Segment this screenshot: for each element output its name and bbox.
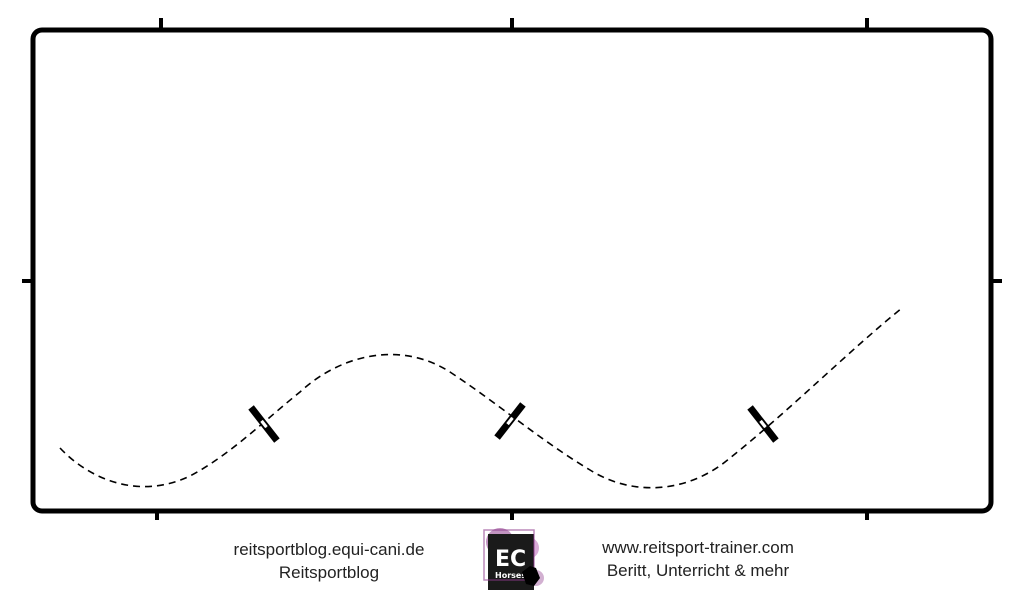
riding-path — [59, 307, 903, 489]
ground-pole — [248, 405, 280, 443]
ground-pole — [494, 402, 526, 440]
ground-pole — [747, 405, 779, 443]
svg-text:EC: EC — [495, 547, 526, 572]
horse-silhouette-icon — [522, 566, 540, 586]
arena-border — [30, 27, 994, 514]
footer-trainer-tagline: Beritt, Unterricht & mehr — [606, 561, 790, 580]
footer-blog-url[interactable]: reitsportblog.equi-cani.de — [233, 540, 425, 559]
svg-text:Horses: Horses — [495, 571, 526, 580]
footer-left-block: reitsportblog.equi-cani.de Reitsportblog — [196, 538, 462, 584]
riding-arena-diagram — [22, 18, 1002, 520]
ec-horses-logo: EC Horses — [483, 528, 544, 590]
footer-right-block: www.reitsport-trainer.com Beritt, Unterr… — [568, 536, 828, 582]
footer-blog-name: Reitsportblog — [278, 563, 380, 582]
footer-trainer-url[interactable]: www.reitsport-trainer.com — [602, 538, 794, 557]
